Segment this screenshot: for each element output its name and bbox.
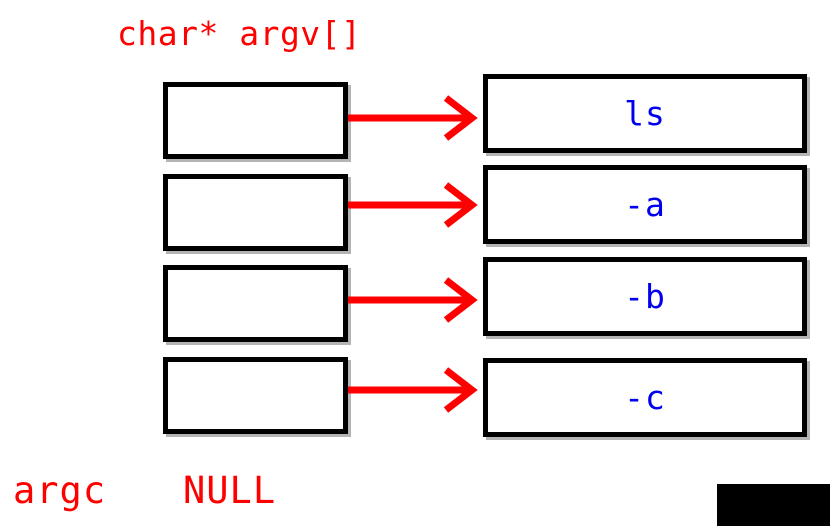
string-cell-3[interactable]: -c (483, 358, 807, 437)
string-cell-1-text: -a (624, 185, 666, 224)
argv-type-label: char* argv[] (117, 14, 362, 53)
argv-cell-2[interactable] (163, 265, 348, 342)
pointer-arrow-2 (348, 277, 478, 323)
string-cell-2[interactable]: -b (483, 257, 807, 336)
argv-cell-1[interactable] (163, 174, 348, 251)
pointer-arrow-3 (348, 367, 478, 413)
argv-cell-0[interactable] (163, 82, 348, 159)
argv-cell-3[interactable] (163, 357, 348, 434)
string-cell-0[interactable]: ls (483, 74, 807, 153)
pointer-arrow-0 (348, 95, 478, 141)
string-cell-2-text: -b (624, 277, 666, 316)
string-cell-0-text: ls (624, 94, 666, 133)
string-cell-1[interactable]: -a (483, 165, 807, 244)
string-cell-3-text: -c (624, 378, 666, 417)
argc-label: argc (13, 469, 107, 512)
black-block (717, 484, 830, 526)
pointer-arrow-1 (348, 182, 478, 228)
null-label: NULL (183, 469, 277, 512)
